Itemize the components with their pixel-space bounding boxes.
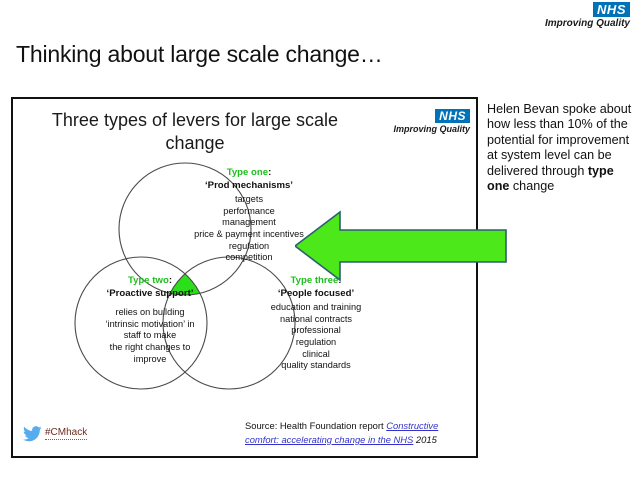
nhs-tagline: Improving Quality [393,124,470,134]
type-two-items: relies on building ‘intrinsic motivation… [105,307,195,364]
type-one-label: Type one: [226,167,272,178]
nhs-abbr-badge: NHS [593,2,630,17]
type-two-label: Type two: [127,275,173,286]
nhs-logo-slide: NHS Improving Quality [393,108,470,134]
side-note-emphasis: type one [487,163,614,194]
page-title: Thinking about large scale change… [16,41,383,67]
type-one-items: targets performance management price & p… [194,194,304,263]
source-year: 2015 [413,433,437,445]
venn-circle-type-one [118,162,252,296]
nhs-logo-header: NHS Improving Quality [545,2,630,29]
green-left-arrow [295,210,507,282]
side-note: Helen Bevan spoke about how less than 10… [487,102,637,195]
venn-circles-graphic [74,162,296,390]
embedded-slide: NHS Improving Quality Three types of lev… [11,97,478,458]
nhs-abbr-badge: NHS [435,109,470,123]
source-prefix: Source: Health Foundation report [245,420,387,431]
hashtag-label[interactable]: #CMhack [45,427,88,440]
source-link[interactable]: Constructive comfort: accelerating chang… [245,420,439,445]
nhs-tagline: Improving Quality [544,18,630,29]
side-note-before: Helen Bevan spoke about how less than 10… [487,102,632,178]
type-three-items: education and training national contract… [270,302,362,371]
twitter-bird-icon [23,426,42,442]
venn-label-type-three: Type three: ‘People focused’ education a… [241,275,391,372]
side-note-after: change [509,179,555,194]
venn-diagram: Type one: ‘Prod mechanisms’ targets perf… [13,157,476,407]
type-one-name: ‘Prod mechanisms’ [205,180,293,192]
twitter-hashtag[interactable]: #CMhack [23,426,88,442]
type-three-name: ‘People focused’ [277,288,355,300]
venn-circle-type-two [74,256,208,390]
source-citation: Source: Health Foundation report Constru… [245,419,473,446]
venn-intersection [163,257,207,295]
venn-label-type-two: Type two: ‘Proactive support’ relies on … [75,275,225,365]
venn-circle-type-three [162,256,296,390]
venn-label-type-one: Type one: ‘Prod mechanisms’ targets perf… [173,167,325,264]
type-two-name: ‘Proactive support’ [106,288,194,300]
slide-heading: Three types of levers for large scale ch… [51,110,339,154]
